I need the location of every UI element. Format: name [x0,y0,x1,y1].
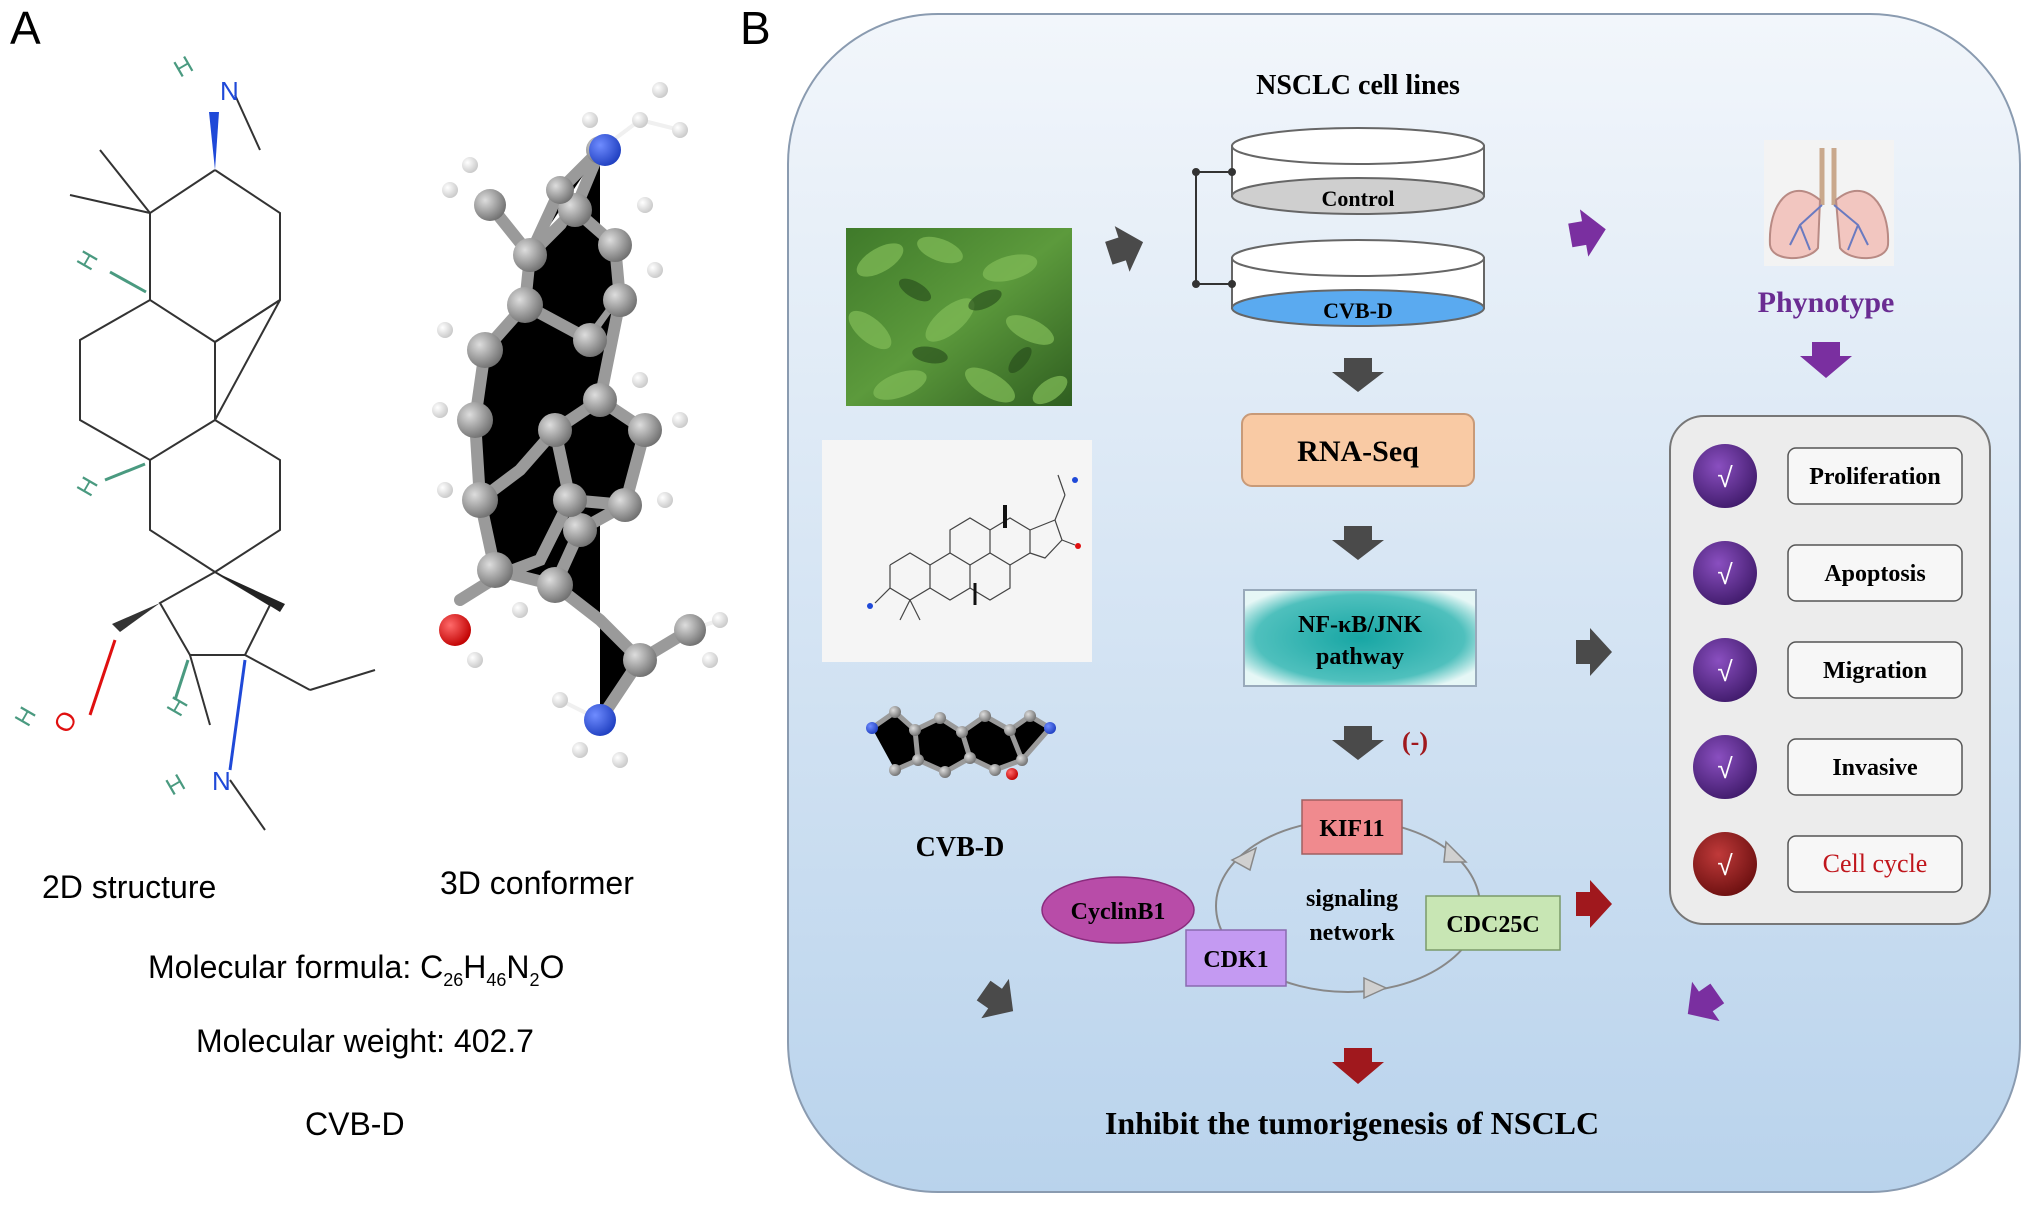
structure-2d [69,94,376,831]
petri-dish-treated [1231,239,1485,327]
check-mark-cell-cycle [1693,832,1757,896]
gene-cdc25c-label: CDC25C [1446,912,1539,938]
petri-dish-control [1231,127,1485,215]
arrow-network-to-conclusion [1332,1048,1384,1084]
svg-text:√: √ [1717,559,1733,590]
network-label-1: signaling [1306,886,1398,912]
svg-text:√: √ [1717,462,1733,493]
gene-cyclinb1-label: CyclinB1 [1071,899,1166,925]
check-mark-migration [1693,638,1757,702]
check-row-apoptosis: √ Apoptosis [1693,541,1963,605]
arrow-pathway-to-panel [1576,628,1612,676]
hash-bond-oh [112,603,160,632]
gene-cdc25c-box [1425,895,1561,951]
phenotype-title: Phynotype [1758,286,1895,319]
hash-bonds-h [104,270,190,701]
dish-treated-label: CVB-D [1323,298,1393,323]
structure-thumbnail [822,440,1092,662]
check-mark-invasive [1693,735,1757,799]
label-3d-conformer: 3D conformer [440,865,634,901]
panel-a-letter: A [10,2,41,54]
arrows [976,209,1852,1084]
gene-cdk1-label: CDK1 [1203,947,1268,973]
svg-text:√: √ [1717,753,1733,784]
check-mark-proliferation [1693,444,1757,508]
wedge-bond-n1 [209,112,219,170]
svg-text:√: √ [1717,656,1733,687]
atom-h-bottom: H [162,769,191,801]
atom-o: O [47,705,83,738]
hash-bond-o [88,639,117,716]
check-label-migration: Migration [1823,658,1927,684]
arrow-right-diagonal [1687,981,1725,1022]
arrow-dish-to-phenotype [1568,209,1606,257]
check-mark-apoptosis [1693,541,1757,605]
cell-lines-title: NSCLC cell lines [1256,70,1460,101]
network-label-2: network [1309,920,1395,946]
arrow-dish-to-rnaseq [1332,358,1384,392]
arrow-phenotype-down [1800,342,1852,378]
check-row-migration: √ Migration [1693,638,1963,702]
arrow-left-diagonal [976,978,1014,1019]
conformer-3d [432,82,728,768]
rnaseq-label: RNA-Seq [1297,435,1419,468]
dish-bracket [1192,168,1236,288]
gene-cdk1-box [1185,929,1287,987]
molecular-formula: Molecular formula: C26H46N2O [148,949,564,990]
atom-h-top: H [170,51,199,83]
check-label-apoptosis: Apoptosis [1824,561,1925,587]
check-label-proliferation: Proliferation [1809,464,1941,490]
gene-cyclinb1-ellipse [1041,876,1195,944]
check-row-proliferation: √ Proliferation [1693,444,1963,508]
pathway-box [1243,589,1477,687]
arrow-network-to-panel [1576,880,1612,928]
atom-h-ring2: H [72,472,104,501]
wedge-bond-methyl [215,572,285,612]
dish-control-label: Control [1322,186,1395,211]
check-label-invasive: Invasive [1832,755,1918,781]
svg-text:√: √ [1717,850,1733,881]
arrow-plant-to-dish [1105,226,1144,272]
plant-photo [846,228,1072,406]
rnaseq-box [1241,413,1475,487]
hash-bond-n2 [228,659,247,771]
check-label-cell-cycle: Cell cycle [1823,849,1928,878]
arrow-rnaseq-to-pathway [1332,526,1384,560]
label-2d-structure: 2D structure [42,869,216,905]
check-row-invasive: √ Invasive [1693,735,1963,799]
check-row-cell-cycle: √ Cell cycle [1693,832,1963,896]
lungs-illustration [1764,140,1894,266]
molecular-weight: Molecular weight: 402.7 [196,1023,534,1059]
atom-n-bottom: N [212,766,231,796]
compound-name: CVB-D [305,1106,405,1142]
gene-kif11-label: KIF11 [1319,816,1384,842]
atom-h-ring1: H [72,246,104,275]
arrow-pathway-to-network [1332,726,1384,760]
atom-h-ring3: H [162,692,194,721]
conclusion-text: Inhibit the tumorigenesis of NSCLC [1105,1105,1599,1141]
pathway-label-1: NF-κB/JNK [1298,612,1422,638]
panel-b-letter: B [740,2,771,54]
atom-n-top: N [220,76,239,106]
atom-h-oh: H [10,702,42,731]
gene-kif11-box [1301,799,1403,855]
inhibit-sign: (-) [1402,727,1428,756]
ball-stick-thumbnail [866,706,1056,780]
compound-label-b: CVB-D [916,832,1005,863]
pathway-label-2: pathway [1316,644,1404,670]
